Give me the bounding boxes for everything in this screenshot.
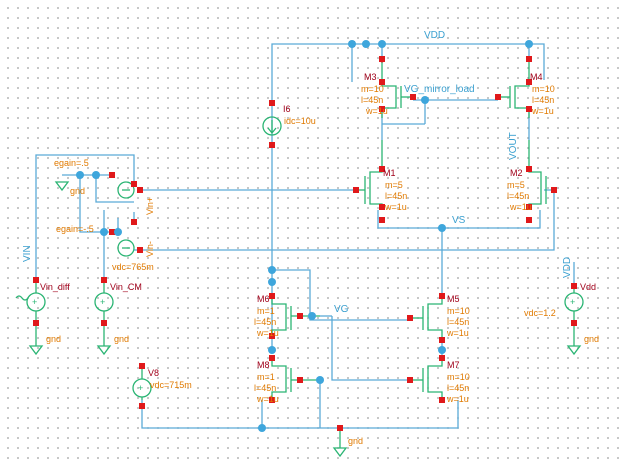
net-vin: VIN: [22, 245, 33, 262]
m4-l: l=45n: [532, 95, 554, 105]
m1-l: l=45n: [385, 191, 407, 201]
net-vdd: VDD: [424, 30, 445, 41]
m2-w: w=1u: [509, 202, 532, 212]
vcm-name: Vin_CM: [110, 282, 142, 292]
net-vin-minus: Vin-: [145, 241, 155, 257]
transistor-m2[interactable]: [528, 140, 547, 210]
v8-name: V8: [148, 368, 159, 378]
vcm-value: vdc=765m: [112, 262, 154, 272]
svg-text:+: +: [138, 383, 143, 393]
net-vs: VS: [452, 215, 466, 226]
m7-m: m=10: [447, 372, 470, 382]
transistor-m7[interactable]: [410, 360, 443, 400]
m6-m: m=1: [257, 306, 275, 316]
m5-name: M5: [447, 294, 460, 304]
transistor-m8[interactable]: [271, 360, 320, 400]
m3-l: l=45n: [361, 95, 383, 105]
net-vin-plus: Vin+: [145, 197, 155, 215]
m2-name: M2: [510, 168, 523, 178]
m5-m: m=10: [447, 306, 470, 316]
vdd-value: vdc=1.2: [524, 308, 556, 318]
m1-w: w=1u: [384, 202, 407, 212]
vcvs-bottom[interactable]: [117, 239, 135, 257]
vdiff-name: Vin_diff: [40, 282, 70, 292]
i6-value: idc=10u: [284, 116, 316, 126]
m2-l: l=45n: [507, 191, 529, 201]
vsource-vin-diff[interactable]: +: [15, 280, 46, 346]
vsource-v8[interactable]: +: [132, 366, 152, 400]
egain-top: egain=.5: [54, 158, 89, 168]
net-vg-mirror: VG_mirror_load: [404, 84, 475, 95]
wires: [35, 43, 575, 429]
gnd-label-2: gnd: [46, 334, 61, 344]
net-vg: VG: [334, 304, 349, 315]
m5-w: w=1u: [446, 328, 469, 338]
m3-w: w=1u: [365, 106, 388, 116]
m3-name: M3: [364, 72, 377, 82]
i6-name: I6: [283, 104, 291, 114]
m8-l: l=45n: [254, 383, 276, 393]
gnd-label-3: gnd: [114, 334, 129, 344]
m1-name: M1: [383, 168, 396, 178]
m4-name: M4: [530, 72, 543, 82]
m1-m: m=5: [385, 180, 403, 190]
vcvs-top[interactable]: [117, 181, 135, 199]
transistor-m1[interactable]: [356, 140, 383, 210]
svg-text:+: +: [100, 297, 105, 307]
m6-l: l=45n: [254, 317, 276, 327]
m7-name: M7: [447, 360, 460, 370]
m7-w: w=1u: [446, 394, 469, 404]
m6-w: w=1u: [256, 328, 279, 338]
transistor-m5[interactable]: [410, 296, 443, 340]
m3-m: m=10: [361, 84, 384, 94]
labels: VDD VG_mirror_load VOUT VS VG VIN VDD Vi…: [22, 30, 599, 446]
m8-m: m=1: [257, 372, 275, 382]
ground-symbols: [28, 181, 582, 458]
m4-w: w=1u: [531, 106, 554, 116]
vsource-vdd[interactable]: +: [564, 286, 584, 346]
gnd-label-1: gnd: [70, 186, 85, 196]
svg-text:+: +: [570, 297, 575, 307]
m2-m: m=5: [507, 180, 525, 190]
m8-name: M8: [257, 360, 270, 370]
m6-name: M6: [257, 294, 270, 304]
svg-text:+: +: [32, 297, 37, 307]
m8-w: w=1u: [256, 394, 279, 404]
egain-bottom: egain=-.5: [56, 224, 94, 234]
net-vout: VOUT: [508, 132, 519, 160]
m7-l: l=45n: [447, 383, 469, 393]
current-source-i6[interactable]: [262, 116, 282, 136]
gnd-label-5: gnd: [348, 436, 363, 446]
vdd-name: Vdd: [580, 282, 596, 292]
gnd-label-4: gnd: [584, 334, 599, 344]
v8-value: vdc=715m: [150, 380, 192, 390]
m4-m: m=10: [532, 84, 555, 94]
m5-l: l=45n: [447, 317, 469, 327]
pins: [33, 41, 577, 431]
junctions: [76, 40, 533, 432]
net-vdd-vert: VDD: [562, 257, 573, 278]
